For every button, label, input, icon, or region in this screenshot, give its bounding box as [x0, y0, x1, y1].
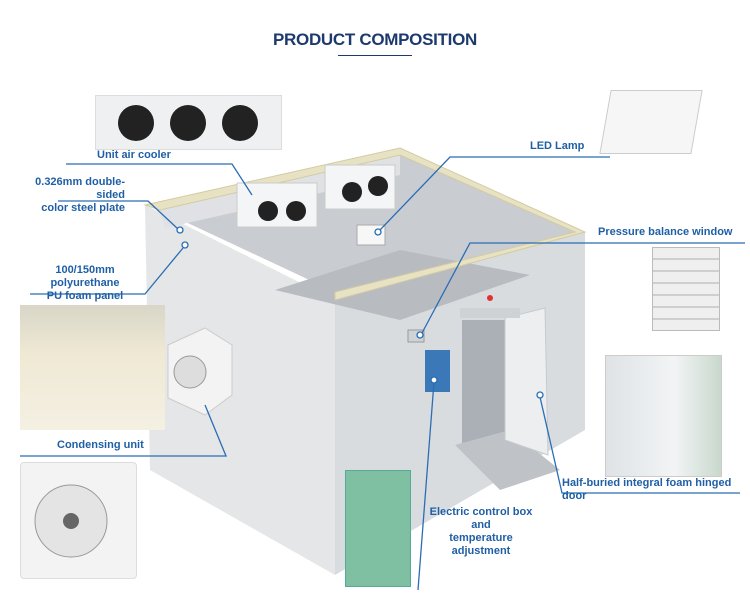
door-leaf: [504, 307, 549, 456]
door-opening: [462, 320, 507, 445]
alarm-light: [487, 295, 493, 301]
door-ramp: [455, 430, 560, 490]
wall-air-cooler-1: [236, 182, 318, 228]
callout-control: [417, 381, 435, 591]
door-frame-top: [460, 308, 520, 318]
control-box-photo: [345, 470, 411, 587]
label-pressure-window: Pressure balance window: [598, 226, 733, 238]
wall-condensing-unit: [167, 327, 233, 416]
page-title: PRODUCT COMPOSITION: [273, 30, 477, 49]
callout-steel-plate: [58, 200, 179, 230]
label-pu-panel-line1: 100/150mm polyurethane: [50, 264, 120, 289]
label-control-box-line2: temperature adjustment: [449, 532, 513, 557]
label-hinged-door: Half-buried integral foam hinged door: [562, 477, 732, 502]
callout-air-cooler: [66, 163, 253, 196]
interior-led-lamp: [356, 224, 386, 246]
pu-foam-panel-photo: [20, 305, 165, 430]
callout-pu-panel: [30, 247, 184, 295]
interior-far-floor: [275, 250, 530, 320]
label-condensing-unit: Condensing unit: [57, 439, 144, 451]
label-steel-plate: 0.326mm double-sided color steel plate: [16, 176, 125, 215]
pressure-window-photo: [652, 247, 720, 331]
air-cooler-photo: [95, 95, 282, 150]
hinged-door-photo: [605, 355, 722, 477]
condensing-unit-photo: [20, 462, 137, 579]
control-panel: [425, 350, 450, 392]
label-control-box: Electric control box and temperature adj…: [420, 506, 542, 558]
callout-pressure: [421, 242, 745, 334]
callout-lines: [20, 156, 745, 591]
label-pu-panel-line2: PU foam panel: [46, 290, 124, 302]
callout-led: [379, 156, 610, 231]
wall-air-cooler-2: [324, 164, 396, 210]
label-steel-plate-line1: 0.326mm double-sided: [35, 176, 125, 201]
callout-condensing: [20, 404, 227, 457]
label-unit-air-cooler: Unit air cooler: [97, 149, 171, 161]
title-underline: [338, 55, 412, 56]
label-steel-plate-line2: color steel plate: [41, 202, 125, 214]
callout-door: [539, 396, 740, 494]
label-pu-panel: 100/150mm polyurethane PU foam panel: [20, 264, 150, 303]
label-led-lamp: LED Lamp: [530, 140, 585, 152]
label-control-box-line1: Electric control box and: [429, 506, 533, 531]
led-lamp-photo: [599, 90, 703, 154]
left-wall: [145, 205, 335, 575]
